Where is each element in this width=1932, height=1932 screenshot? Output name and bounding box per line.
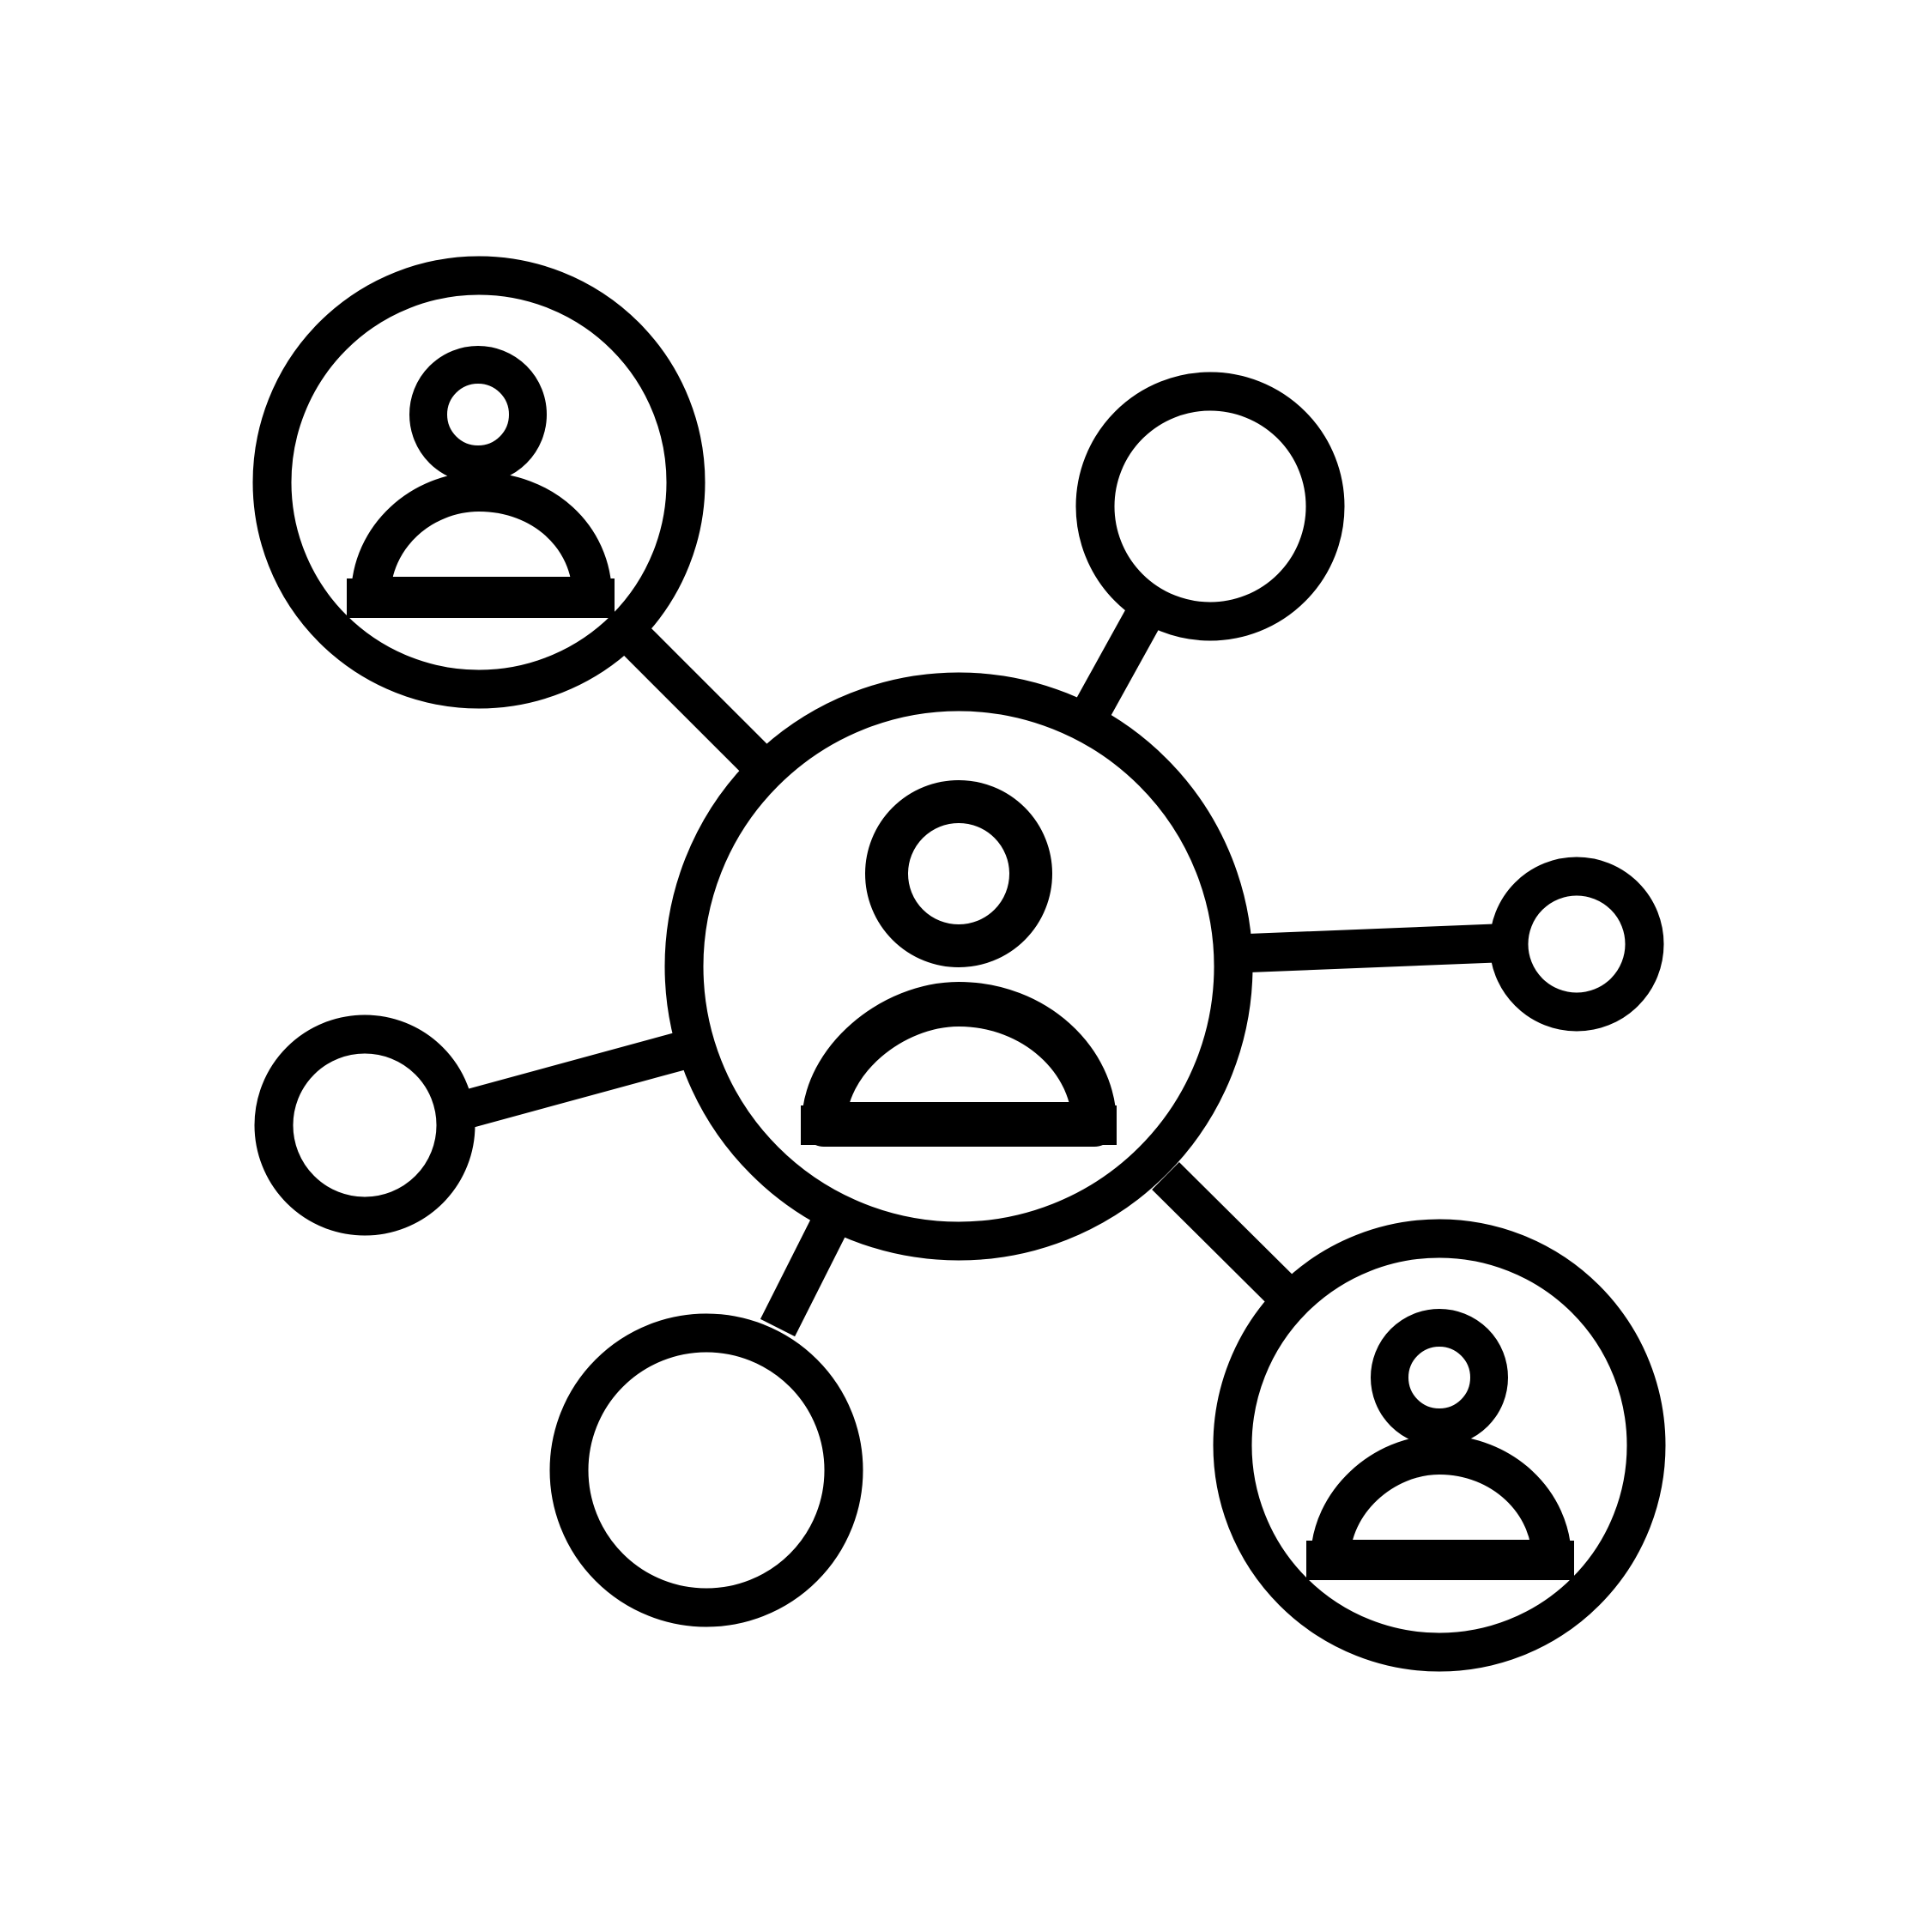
plain-nodes	[254, 372, 1664, 1627]
top-left-user-body-icon	[351, 472, 612, 616]
top-left-user-head-icon	[409, 346, 547, 483]
top-left-node-ring	[252, 256, 706, 709]
link-bottom-node	[760, 1214, 848, 1337]
bottom-right-user-body-icon	[1311, 1435, 1572, 1579]
top-left-user-base	[347, 578, 615, 618]
link-top-left-user	[621, 626, 782, 786]
central-user-base	[801, 1105, 1117, 1145]
bottom-right-user-node	[1213, 1219, 1666, 1672]
node-left	[254, 1014, 475, 1236]
bottom-right-user-base	[1306, 1541, 1574, 1580]
central-user-body-icon	[802, 982, 1117, 1147]
central-node-ring	[664, 672, 1253, 1261]
top-left-user-node	[252, 256, 706, 709]
bottom-right-node-ring	[1213, 1219, 1666, 1672]
central-user-node	[664, 672, 1253, 1261]
central-user-head-icon	[865, 780, 1052, 967]
connections	[457, 603, 1496, 1337]
node-bottom	[549, 1313, 863, 1627]
link-left-node	[457, 1029, 697, 1130]
link-top-right-node	[1071, 603, 1163, 726]
node-top-right	[1075, 372, 1345, 641]
node-right	[1489, 857, 1664, 1032]
link-right-node	[1237, 924, 1496, 973]
bottom-right-user-head-icon	[1371, 1309, 1508, 1446]
link-bottom-right-user	[1152, 1162, 1293, 1302]
